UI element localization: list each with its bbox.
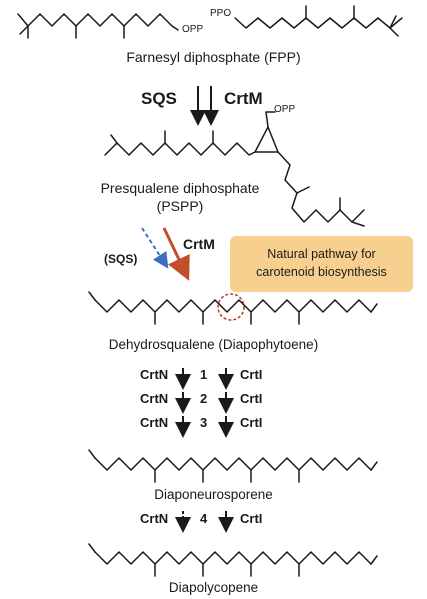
step2-right: CrtI	[240, 391, 263, 406]
diapolycopene-structure	[88, 543, 378, 577]
step3-num: 3	[200, 415, 208, 430]
natural-pathway-callout: Natural pathway for carotenoid biosynthe…	[230, 236, 413, 292]
fpp-left-structure	[17, 13, 179, 39]
sqs-label: SQS	[141, 89, 177, 108]
fpp-opp-left: OPP	[182, 24, 204, 35]
step4-num: 4	[200, 511, 208, 526]
diapolycopene-label: Diapolycopene	[168, 580, 259, 595]
step3-left: CrtN	[140, 415, 169, 430]
pspp-label-line1: Presqualene diphosphate	[100, 180, 260, 196]
callout-line-2: carotenoid biosynthesis	[256, 265, 387, 279]
step1-right: CrtI	[240, 367, 263, 382]
dehydrosqualene-label: Dehydrosqualene (Diapophytoene)	[108, 337, 319, 352]
step4-right: CrtI	[240, 511, 263, 526]
pspp-structure	[104, 111, 365, 227]
highlight-circle	[217, 293, 245, 321]
pspp-opp: OPP	[274, 104, 296, 115]
step4-left: CrtN	[140, 511, 169, 526]
sqs-label-2: (SQS)	[104, 252, 138, 266]
step2-left: CrtN	[140, 391, 169, 406]
callout-line-1: Natural pathway for	[267, 247, 376, 261]
crtm-label-1: CrtM	[224, 89, 263, 108]
fpp-label: Farnesyl diphosphate (FPP)	[126, 49, 301, 65]
diaponeurosporene-structure	[88, 449, 378, 483]
step1-left: CrtN	[140, 367, 169, 382]
step3-right: CrtI	[240, 415, 263, 430]
fpp-opp-right: PPO	[210, 8, 232, 19]
pspp-label-line2: (PSPP)	[156, 198, 204, 214]
fpp-right-structure	[234, 5, 403, 37]
step2-num: 2	[200, 391, 208, 406]
dehydrosqualene-structure	[88, 291, 378, 325]
step1-num: 1	[200, 367, 208, 382]
crtm-label-2: CrtM	[183, 236, 215, 252]
diaponeurosporene-label: Diaponeurosporene	[154, 487, 273, 502]
